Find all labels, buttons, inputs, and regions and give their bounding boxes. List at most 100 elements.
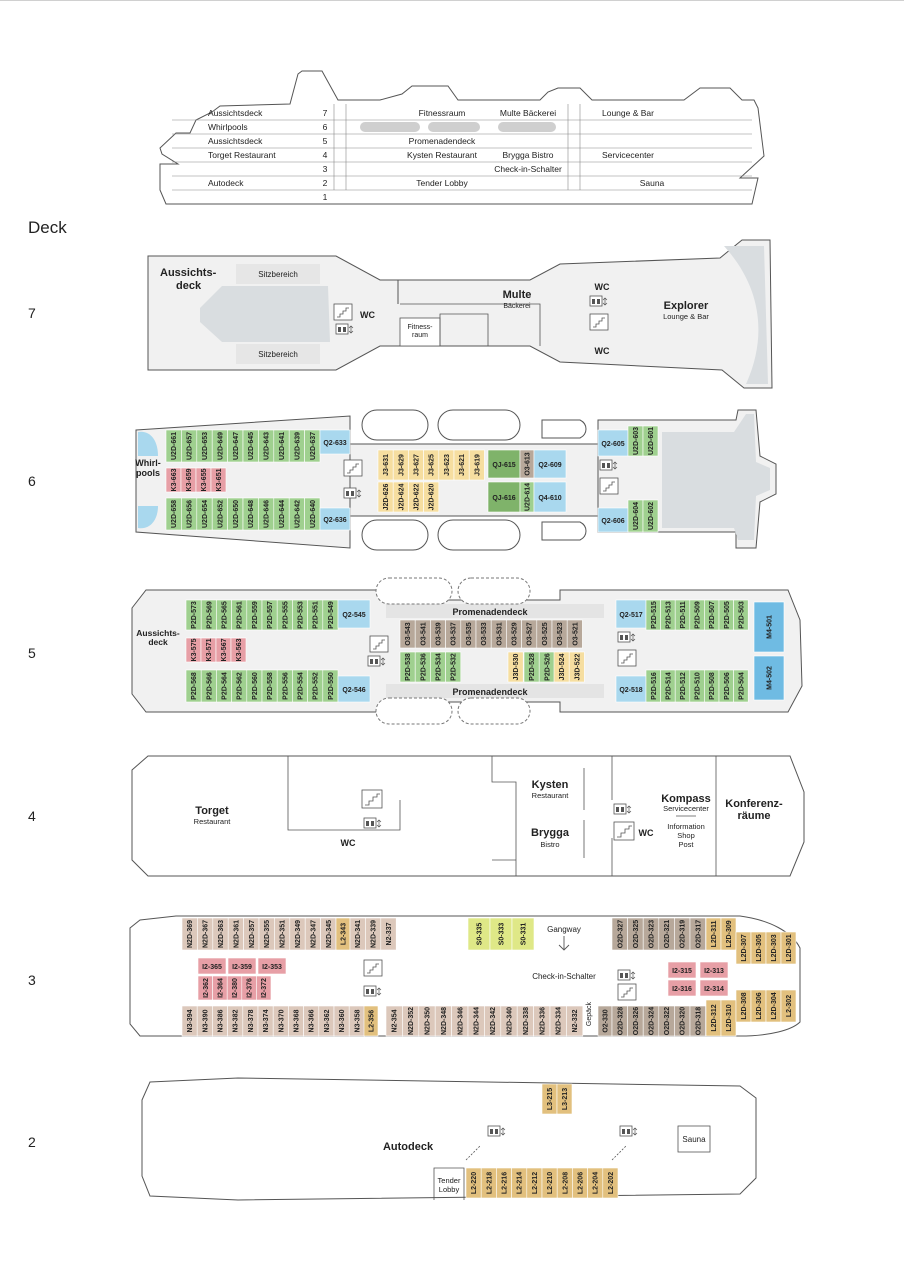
cabin[interactable]: P2D-526: [538, 651, 555, 683]
cabin[interactable]: P2D-573: [185, 599, 202, 631]
cabin[interactable]: I2-314: [699, 979, 729, 997]
cabin[interactable]: N2D-357: [243, 917, 260, 951]
cabin[interactable]: P2D-559: [246, 599, 263, 631]
cabin[interactable]: O2D-317: [689, 917, 706, 951]
cabin[interactable]: U2D-641: [273, 429, 290, 463]
cabin[interactable]: U2D-647: [227, 429, 244, 463]
cabin[interactable]: L2-212: [526, 1167, 543, 1199]
cabin[interactable]: P2D-562: [231, 669, 248, 703]
cabin[interactable]: N2D-340: [500, 1005, 518, 1037]
cabin[interactable]: N2D-355: [258, 917, 275, 951]
cabin[interactable]: P2D-534: [430, 651, 446, 683]
cabin[interactable]: L2D-310: [720, 999, 737, 1037]
cabin[interactable]: N2D-361: [227, 917, 244, 951]
cabin[interactable]: P2D-511: [674, 599, 691, 631]
cabin[interactable]: P2D-561: [231, 599, 248, 631]
cabin[interactable]: U2D-653: [196, 429, 213, 463]
cabin[interactable]: P2D-532: [445, 651, 462, 683]
cabin[interactable]: U2D-661: [165, 429, 182, 463]
cabin[interactable]: I2-316: [667, 979, 697, 997]
cabin[interactable]: U2D-614: [519, 481, 535, 513]
cabin[interactable]: S0-331: [511, 917, 535, 951]
cabin[interactable]: I2-376: [241, 975, 257, 1001]
cabin[interactable]: N2D-336: [533, 1005, 551, 1037]
cabin[interactable]: P2D-553: [292, 599, 308, 631]
cabin[interactable]: P2D-558: [261, 669, 278, 703]
cabin[interactable]: J3-625: [423, 449, 440, 481]
cabin[interactable]: Q2-606: [597, 507, 629, 533]
cabin[interactable]: J3-623: [438, 449, 455, 481]
cabin[interactable]: O2D-320: [674, 1005, 691, 1037]
cabin[interactable]: O2D-326: [627, 1005, 644, 1037]
cabin[interactable]: U2D-646: [258, 497, 275, 531]
cabin[interactable]: O2D-323: [642, 917, 660, 951]
cabin[interactable]: O2D-318: [689, 1005, 706, 1037]
cabin[interactable]: N2D-347: [304, 917, 321, 951]
cabin[interactable]: N2D-342: [484, 1005, 502, 1037]
cabin[interactable]: O2D-328: [611, 1005, 628, 1037]
cabin[interactable]: N2D-345: [320, 917, 337, 951]
cabin[interactable]: QJ-616: [487, 481, 521, 513]
cabin[interactable]: P2D-566: [200, 669, 217, 703]
cabin[interactable]: P2D-552: [307, 669, 324, 703]
cabin[interactable]: S0-333: [489, 917, 513, 951]
cabin[interactable]: J2D-624: [392, 481, 409, 513]
cabin[interactable]: Q2-518: [615, 675, 647, 703]
cabin[interactable]: P2D-506: [718, 669, 734, 703]
cabin[interactable]: J3-629: [392, 449, 409, 481]
cabin[interactable]: I2-365: [197, 957, 227, 975]
cabin[interactable]: O3-533: [475, 619, 492, 649]
cabin[interactable]: I2-364: [212, 975, 228, 1001]
cabin[interactable]: P2D-550: [322, 669, 339, 703]
cabin[interactable]: L2-214: [511, 1167, 528, 1199]
cabin[interactable]: K3-571: [200, 637, 217, 663]
cabin[interactable]: O2D-321: [658, 917, 675, 951]
cabin[interactable]: O2-330: [597, 1005, 613, 1037]
cabin[interactable]: N3-366: [303, 1005, 320, 1037]
cabin[interactable]: N3-368: [288, 1005, 304, 1037]
cabin[interactable]: O3-537: [445, 619, 462, 649]
cabin[interactable]: P2D-508: [704, 669, 720, 703]
cabin[interactable]: J3-621: [453, 449, 470, 481]
cabin[interactable]: L2D-308: [735, 989, 752, 1023]
cabin[interactable]: P2D-554: [292, 669, 308, 703]
cabin[interactable]: N2-354: [385, 1005, 403, 1037]
cabin[interactable]: P2D-514: [660, 669, 676, 703]
cabin[interactable]: O3-531: [490, 619, 507, 649]
cabin[interactable]: I2-353: [257, 957, 287, 975]
cabin[interactable]: N3-394: [181, 1005, 198, 1037]
cabin[interactable]: N3-362: [318, 1005, 335, 1037]
cabin[interactable]: L2-216: [496, 1167, 512, 1199]
cabin[interactable]: L2-204: [587, 1167, 604, 1199]
cabin[interactable]: P2D-551: [307, 599, 324, 631]
cabin[interactable]: J3D-522: [568, 651, 585, 683]
cabin[interactable]: U2D-601: [642, 425, 659, 457]
cabin[interactable]: L2D-304: [765, 989, 782, 1023]
cabin[interactable]: Q2-609: [533, 449, 567, 479]
cabin[interactable]: L2D-301: [780, 931, 797, 965]
cabin[interactable]: P2D-505: [718, 599, 734, 631]
cabin[interactable]: O3-521: [566, 619, 583, 649]
cabin[interactable]: L2-220: [465, 1167, 482, 1199]
cabin[interactable]: U2D-650: [227, 497, 244, 531]
cabin[interactable]: Q2-633: [319, 429, 351, 455]
cabin[interactable]: U2D-637: [304, 429, 321, 463]
cabin[interactable]: L2-343: [335, 917, 351, 951]
cabin[interactable]: N3-378: [242, 1005, 259, 1037]
cabin[interactable]: M4-502: [753, 655, 785, 701]
cabin[interactable]: O2D-319: [674, 917, 691, 951]
cabin[interactable]: P2D-528: [523, 651, 540, 683]
cabin[interactable]: K3-651: [210, 467, 227, 493]
cabin[interactable]: N2D-363: [212, 917, 229, 951]
cabin[interactable]: L3-215: [541, 1083, 558, 1115]
cabin[interactable]: P2D-555: [276, 599, 293, 631]
cabin[interactable]: U2D-656: [181, 497, 198, 531]
cabin[interactable]: P2D-556: [276, 669, 293, 703]
cabin[interactable]: Q4-610: [533, 481, 567, 513]
cabin[interactable]: U2D-639: [288, 429, 305, 463]
cabin[interactable]: P2D-569: [200, 599, 217, 631]
cabin[interactable]: O2D-327: [611, 917, 628, 951]
cabin[interactable]: L2-206: [572, 1167, 588, 1199]
cabin[interactable]: Q2-636: [319, 507, 351, 531]
cabin[interactable]: O3-527: [521, 619, 538, 649]
